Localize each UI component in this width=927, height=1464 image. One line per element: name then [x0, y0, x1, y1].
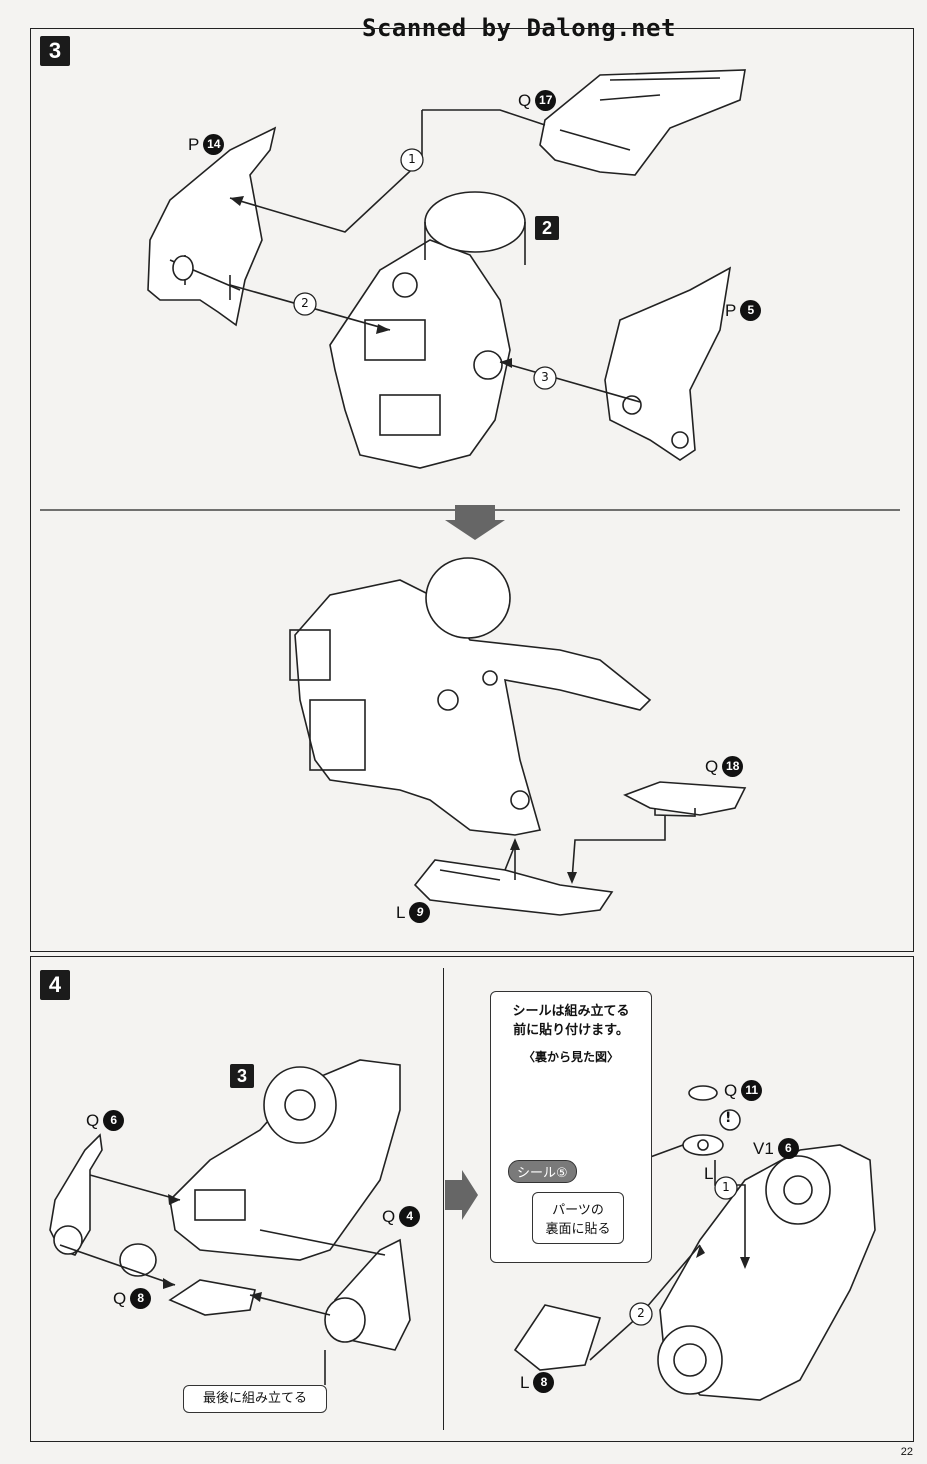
- part-label-p5: P 5: [725, 300, 762, 321]
- part-label-p14: P 14: [188, 134, 225, 155]
- part-number: 11: [741, 1080, 763, 1101]
- part-letter: Q: [382, 1206, 396, 1226]
- part-letter: Q: [518, 90, 532, 110]
- part-label-v16: V1 6: [753, 1138, 799, 1159]
- part-number: 8: [533, 1372, 555, 1393]
- part-number: 6: [777, 1138, 799, 1159]
- part-label-l: L: [704, 1164, 713, 1184]
- part-letter: V1: [753, 1138, 774, 1158]
- part-letter: P: [725, 300, 737, 320]
- step3-order-2: 2: [301, 296, 309, 310]
- step3-order-3: 3: [541, 370, 549, 384]
- step3-exploded-drawing: [40, 69, 900, 916]
- part-label-l9: L 9: [396, 902, 431, 923]
- page-number: 22: [900, 1446, 913, 1458]
- part-label-q17: Q 17: [518, 90, 557, 111]
- part-letter: Q: [86, 1110, 100, 1130]
- note-line-4: 裏面に貼る: [545, 1222, 611, 1237]
- view-label: 〈裏から見た図〉: [522, 1050, 619, 1064]
- part-letter: Q: [724, 1080, 738, 1100]
- part-number: 8: [130, 1288, 152, 1309]
- step3-badge: 3: [40, 36, 70, 66]
- part-letter: P: [188, 134, 200, 154]
- part-label-q11: Q 11: [724, 1080, 763, 1101]
- step3-subassembly-badge: 2: [535, 216, 559, 240]
- step4-badge: 4: [40, 970, 70, 1000]
- part-label-l8: L 8: [520, 1372, 555, 1393]
- step4-frame: [30, 956, 914, 1442]
- part-number: 9: [409, 902, 431, 923]
- note-line-3: パーツの: [552, 1203, 604, 1218]
- part-number: 5: [740, 300, 762, 321]
- step4-order-1: 1: [722, 1180, 730, 1194]
- step3-frame: [30, 28, 914, 952]
- apply-back-box: パーツの 裏面に貼る: [532, 1192, 624, 1244]
- part-number: 4: [399, 1206, 421, 1227]
- step3-order-1: 1: [408, 152, 416, 166]
- part-label-q6: Q 6: [86, 1110, 125, 1131]
- part-number: 14: [203, 134, 225, 155]
- part-label-q8: Q 8: [113, 1288, 152, 1309]
- step4-subassembly-badge: 3: [230, 1064, 254, 1088]
- part-letter: Q: [113, 1288, 127, 1308]
- part-label-q18: Q 18: [705, 756, 744, 777]
- step4-order-2: 2: [637, 1306, 645, 1320]
- assemble-last-box: 最後に組み立てる: [183, 1385, 327, 1413]
- part-letter: L: [704, 1164, 714, 1183]
- part-letter: Q: [705, 756, 719, 776]
- part-letter: L: [396, 902, 406, 922]
- caution-mark: !: [725, 1110, 732, 1126]
- part-number: 18: [722, 756, 744, 777]
- note-line-1: シールは組み立てる: [512, 1004, 630, 1019]
- part-letter: L: [520, 1372, 530, 1392]
- sticker-5-label: シール⑤: [508, 1160, 577, 1183]
- part-number: 17: [535, 90, 557, 111]
- part-number: 6: [103, 1110, 125, 1131]
- note-line-2: 前に貼り付けます。: [513, 1023, 629, 1038]
- step4-divider: [443, 968, 444, 1430]
- part-label-q4: Q 4: [382, 1206, 421, 1227]
